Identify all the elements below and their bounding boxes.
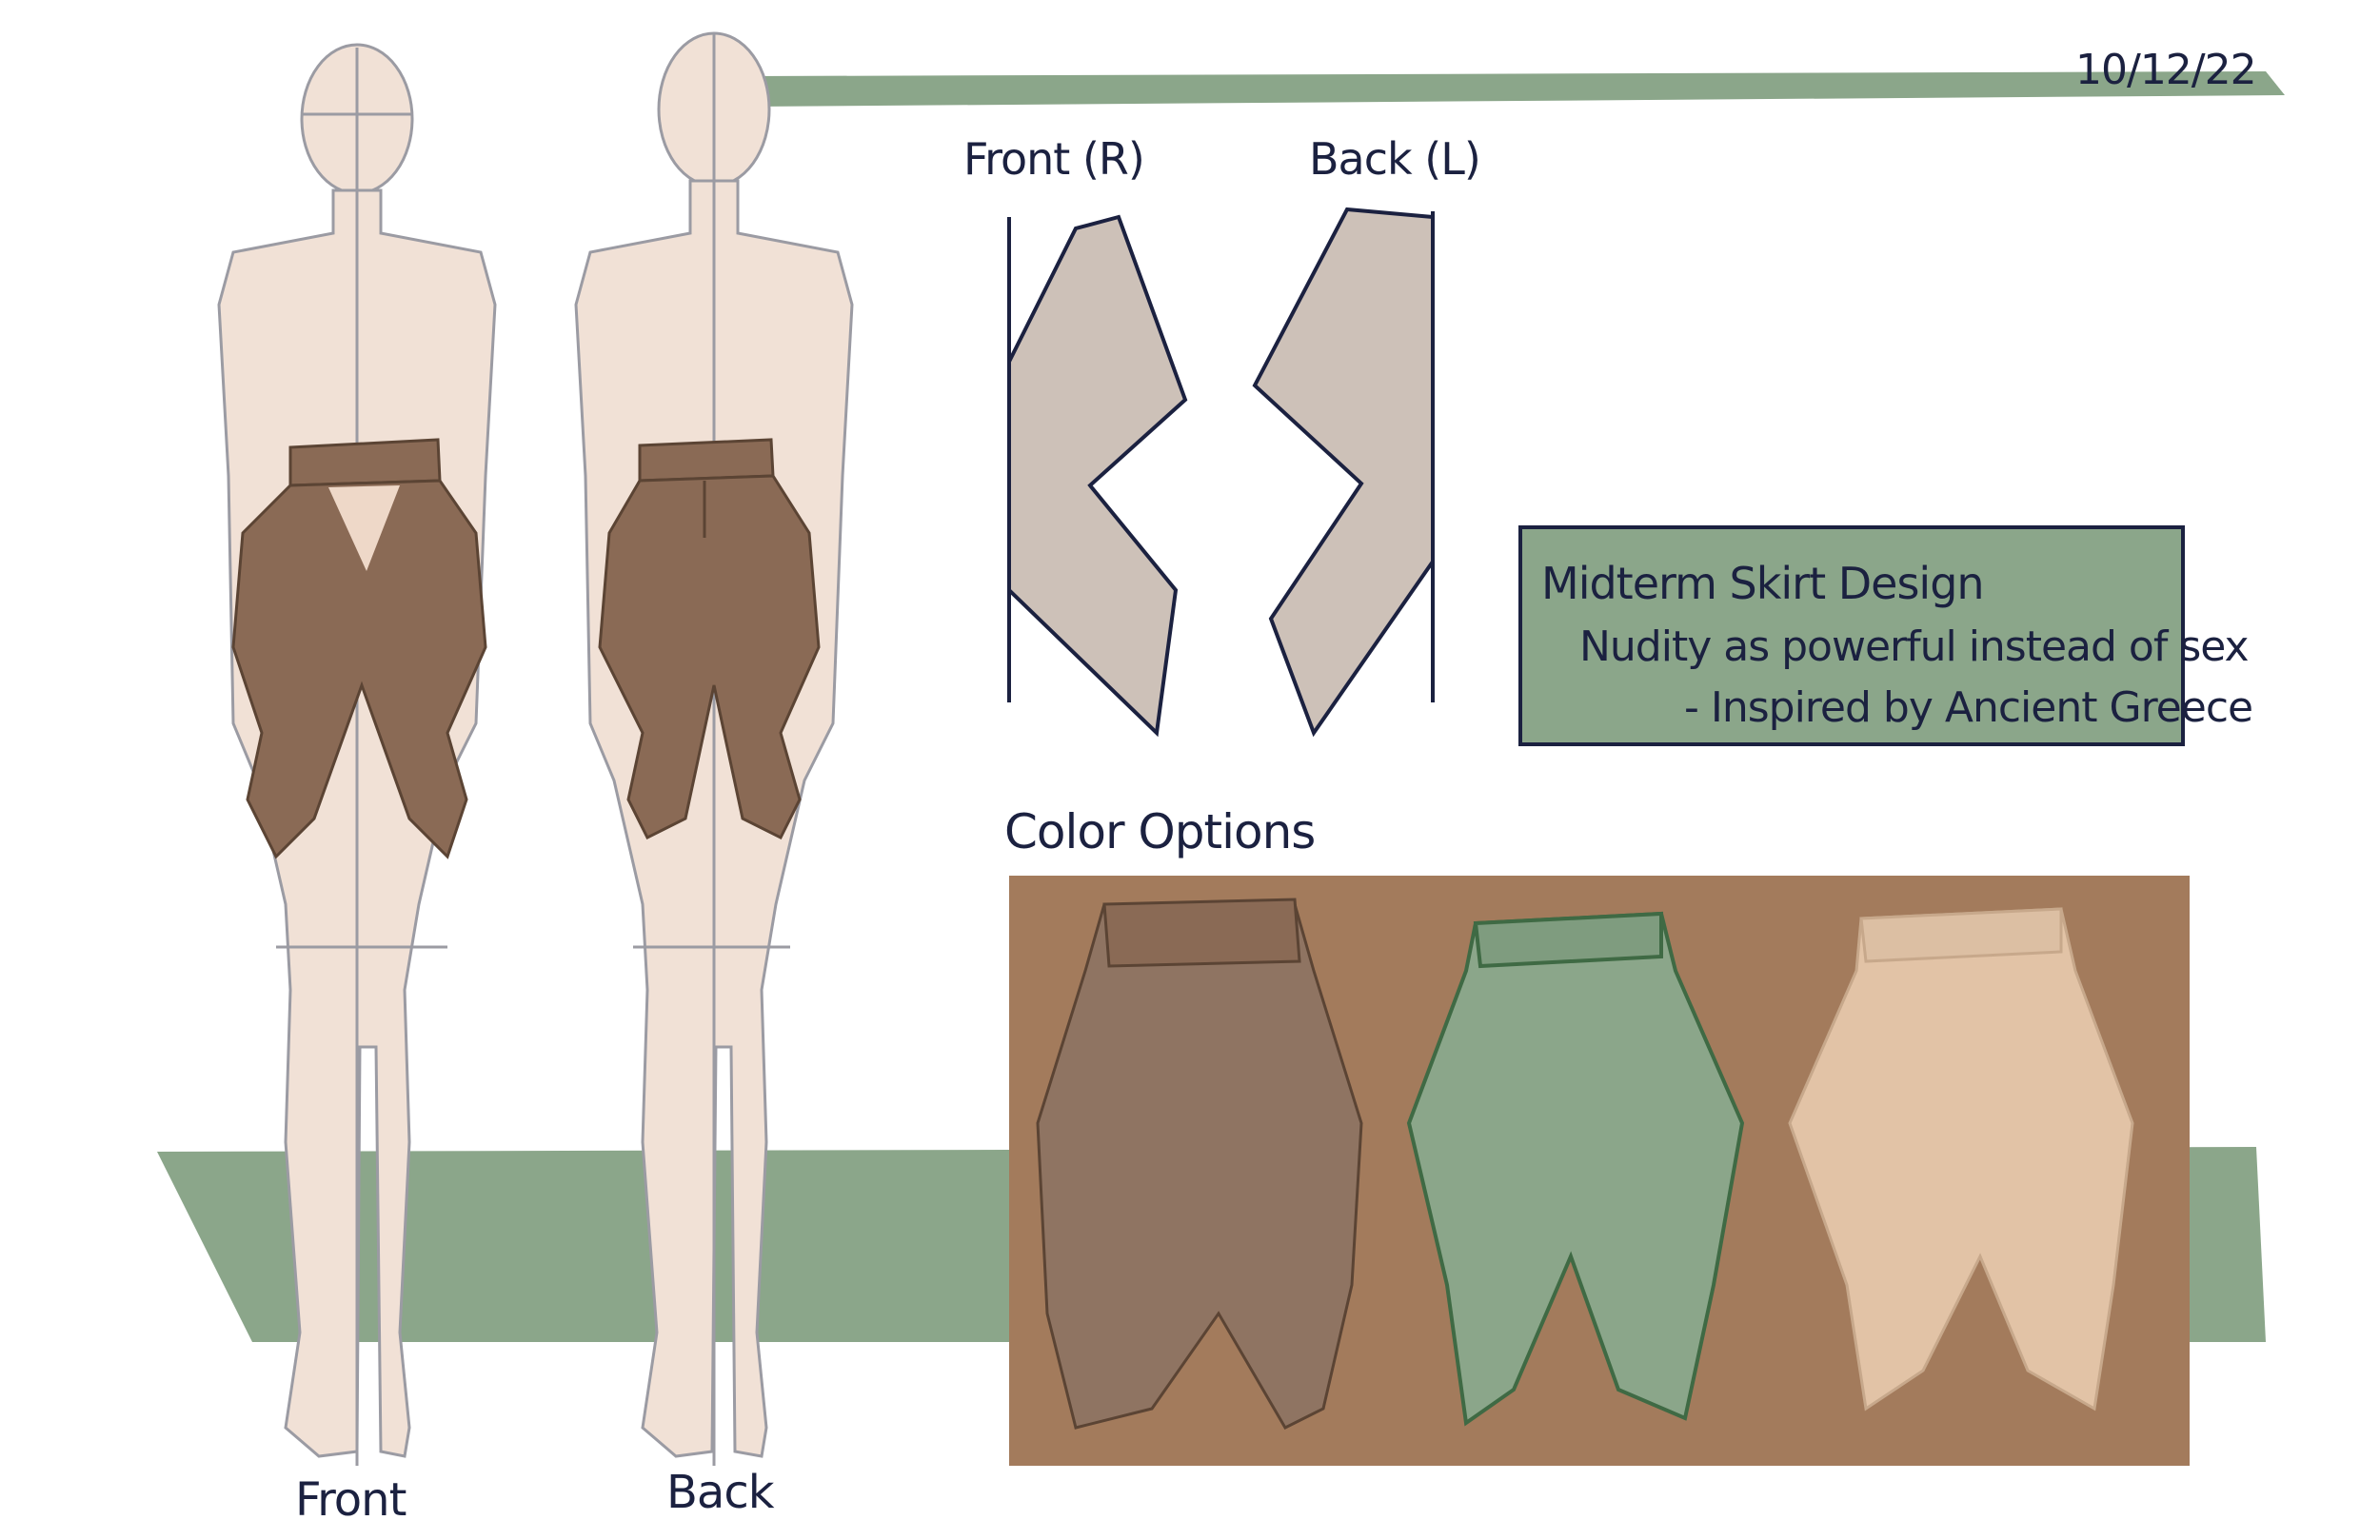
design-info-box: Midterm Skirt Design Nudity as powerful … (1518, 525, 2253, 746)
pattern-front-label: Front (R) (963, 133, 1145, 185)
back-skirt (598, 438, 821, 840)
front-skirt (231, 438, 487, 859)
pattern-back-label: Back (L) (1309, 133, 1481, 185)
back-figure-label: Back (666, 1466, 775, 1519)
date-label: 10/12/22 (2075, 46, 2257, 94)
color-option-nude (1771, 876, 2190, 1466)
color-options-heading: Color Options (1004, 804, 1316, 859)
info-concept: Nudity as powerful instead of sex (1579, 622, 2250, 671)
color-option-brown (1009, 876, 1390, 1466)
top-accent-stripe (752, 71, 2285, 107)
pattern-piece-back (1252, 207, 1435, 738)
color-option-green (1390, 876, 1771, 1466)
info-title: Midterm Skirt Design (1541, 558, 1985, 609)
pattern-piece-front (1007, 214, 1188, 738)
info-inspiration: - Inspired by Ancient Greece (1684, 683, 2253, 732)
front-figure-label: Front (295, 1473, 407, 1527)
